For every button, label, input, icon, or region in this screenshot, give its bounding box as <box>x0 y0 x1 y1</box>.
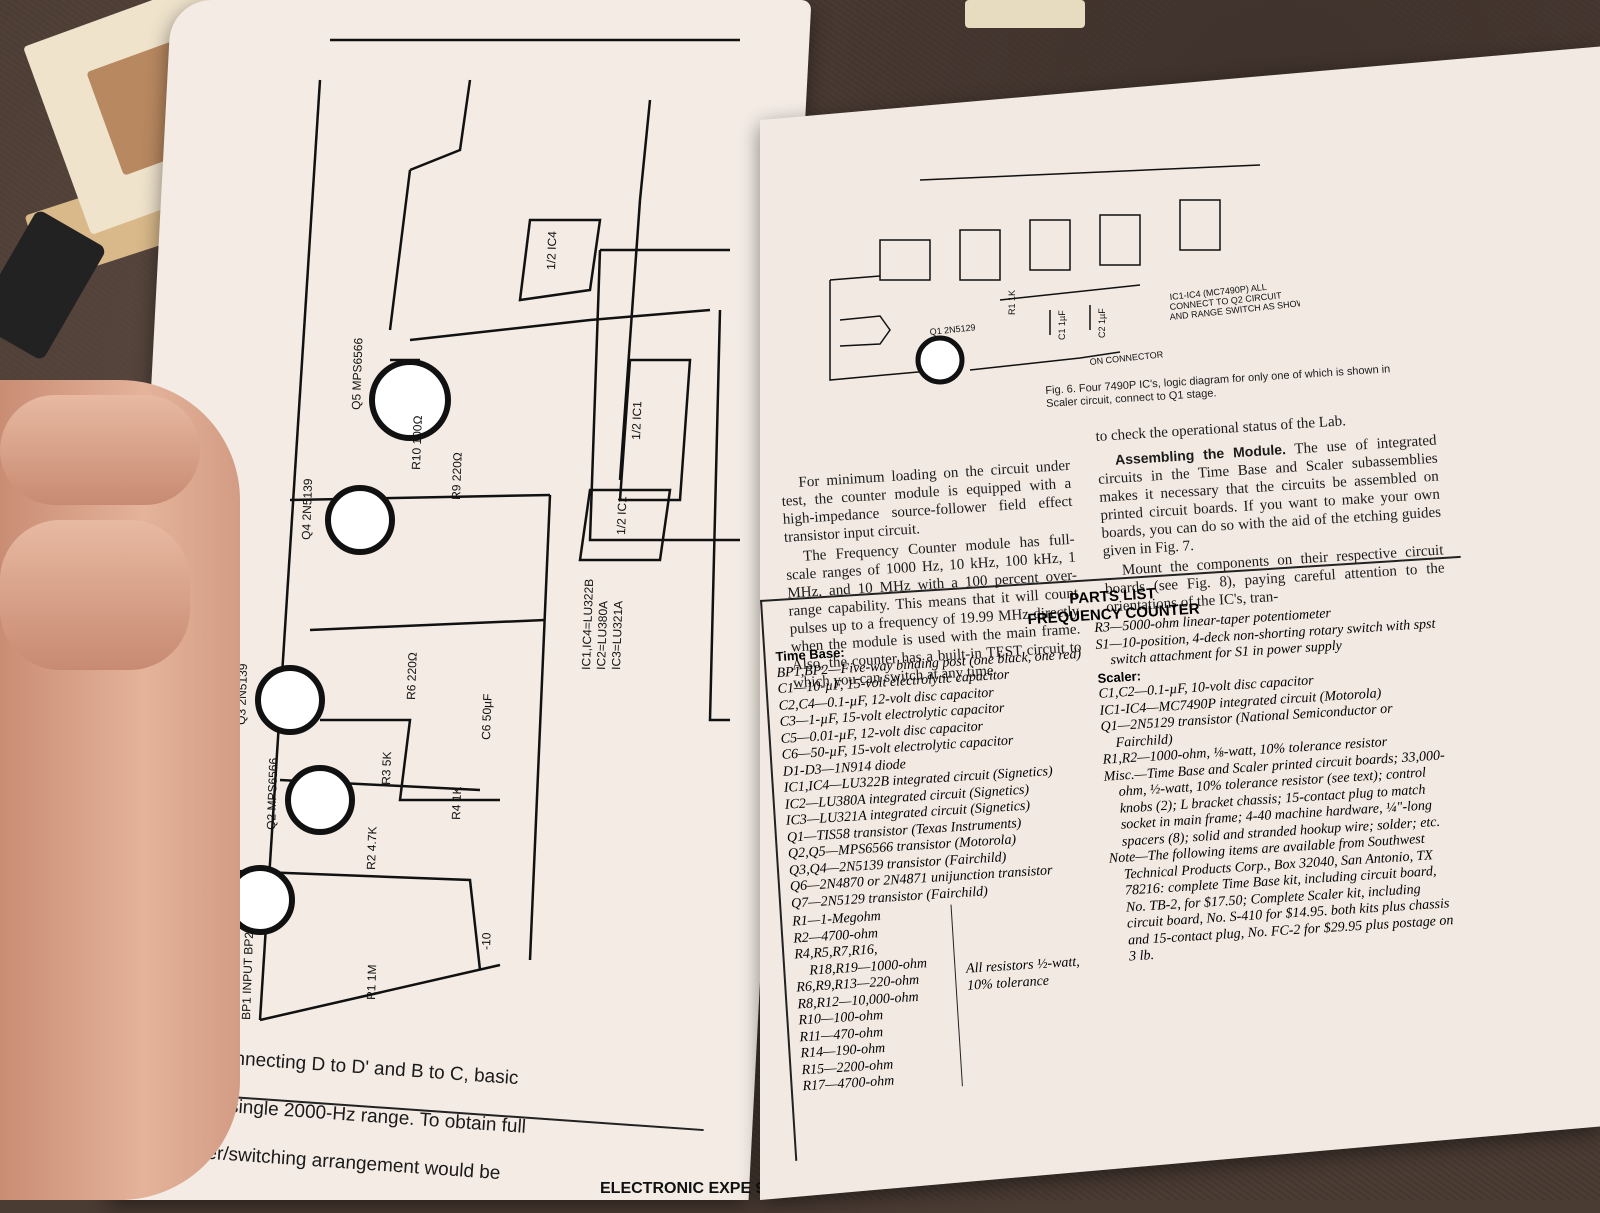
figure6-schematic: Q1 2N5129 R1 1K C1 1µF C2 1µF ON CONNECT… <box>829 164 1300 385</box>
svg-text:1/2 IC1: 1/2 IC1 <box>629 401 644 440</box>
svg-text:C1 1µF: C1 1µF <box>1057 310 1067 340</box>
thumb <box>0 395 200 505</box>
parts-list-box: PARTS LIST FREQUENCY COUNTER Time Base: … <box>760 555 1496 1161</box>
svg-text:ON CONNECTOR: ON CONNECTOR <box>1089 349 1164 367</box>
svg-text:R1 1M: R1 1M <box>364 964 379 1000</box>
book-top-right <box>965 0 1085 28</box>
svg-text:-10: -10 <box>479 932 494 950</box>
hand <box>0 380 240 1200</box>
svg-text:IC3=LU321A: IC3=LU321A <box>609 601 625 670</box>
svg-text:R2 4.7K: R2 4.7K <box>364 826 380 870</box>
q2-transistor <box>285 765 355 835</box>
svg-text:Q2 MPS6566: Q2 MPS6566 <box>264 757 281 830</box>
svg-text:R10 100Ω: R10 100Ω <box>409 415 425 470</box>
svg-text:Q1 2N5129: Q1 2N5129 <box>929 322 976 337</box>
svg-text:R9 220Ω: R9 220Ω <box>449 452 465 500</box>
resistor-group: R1—1-Megohm R2—4700-ohm R4,R5,R7,R16, R1… <box>791 895 1113 1096</box>
parts-note: Note—The following items are available f… <box>1108 831 1454 965</box>
q3-transistor <box>255 665 325 735</box>
svg-text:Q4 2N5139: Q4 2N5139 <box>299 478 315 540</box>
svg-text:IC2=LU380A: IC2=LU380A <box>594 601 610 670</box>
svg-text:BP1 INPUT BP2: BP1 INPUT BP2 <box>239 932 256 1021</box>
svg-text:Q5 MPS6566: Q5 MPS6566 <box>349 337 366 410</box>
svg-text:1/2 IC4: 1/2 IC4 <box>544 231 559 270</box>
svg-text:1/2 IC1: 1/2 IC1 <box>614 496 629 535</box>
col2-paragraph-1: Assembling the Module. The use of integr… <box>1097 431 1443 561</box>
resistor-list: R1—1-Megohm R2—4700-ohm R4,R5,R7,R16, R1… <box>791 904 964 1096</box>
svg-text:R3 5K: R3 5K <box>379 751 394 785</box>
parts-right-column: R3—5000-ohm linear-taper potentiometer S… <box>1094 599 1460 966</box>
finger <box>0 520 190 670</box>
q5-transistor <box>369 359 451 441</box>
svg-text:IC1,IC4=LU322B: IC1,IC4=LU322B <box>579 579 596 670</box>
svg-text:C2 1µF: C2 1µF <box>1097 308 1107 338</box>
svg-text:R6 220Ω: R6 220Ω <box>404 652 420 700</box>
parts-left-column: Time Base: BP1,BP2—Five-way binding post… <box>775 630 1112 1096</box>
figure5-schematic: Q5 MPS6566 Q4 2N5139 Q3 2N5139 Q2 MPS656… <box>204 38 740 1022</box>
resistor-note: All resistors ½-watt, 10% tolerance <box>965 954 1081 994</box>
svg-text:R4 1K: R4 1K <box>449 786 464 820</box>
q4-transistor <box>325 485 395 555</box>
svg-text:R1 1K: R1 1K <box>1007 290 1017 315</box>
svg-text:C6 50µF: C6 50µF <box>479 693 495 740</box>
